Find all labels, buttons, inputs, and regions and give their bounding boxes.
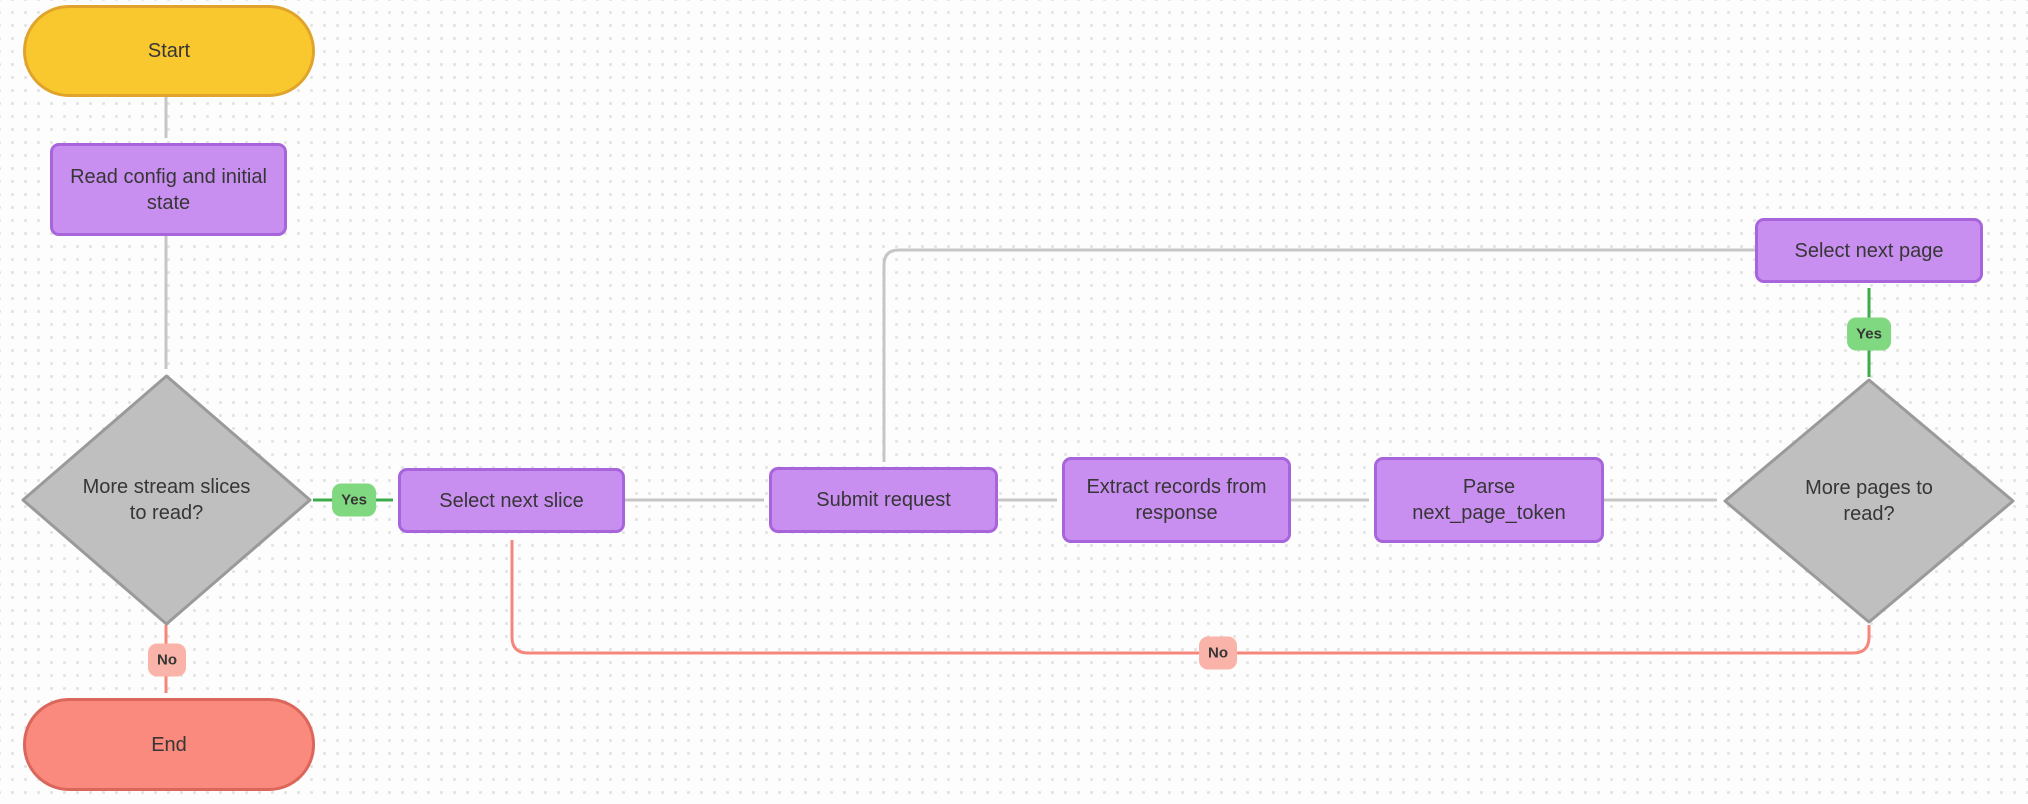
- edge-label-pages-yes[interactable]: Yes: [1847, 317, 1891, 351]
- node-extract-records-label: Extract records from response: [1086, 476, 1267, 524]
- edge-select-page-to-submit-request: [882, 248, 1755, 462]
- node-extract-records[interactable]: Extract records from response: [1062, 457, 1291, 543]
- node-select-page-label: Select next page: [1794, 239, 1944, 262]
- node-select-slice-label: Select next slice: [439, 489, 584, 512]
- node-end-label: End: [151, 733, 187, 756]
- node-more-slices-label: More stream slices to read?: [82, 476, 251, 524]
- node-select-page[interactable]: Select next page: [1755, 218, 1983, 283]
- diamond-shape: [21, 374, 312, 626]
- node-more-pages[interactable]: More pages to read?: [1722, 377, 2016, 625]
- edge-label-slices-yes[interactable]: Yes: [332, 483, 376, 517]
- node-start-label: Start: [147, 40, 191, 62]
- node-select-slice[interactable]: Select next slice: [398, 468, 625, 533]
- edge-label-slices-no[interactable]: No: [148, 643, 186, 677]
- node-submit-request-label: Submit request: [816, 489, 951, 511]
- node-more-pages-label: More pages to read?: [1805, 477, 1933, 525]
- node-end[interactable]: End: [23, 698, 315, 791]
- node-parse-token[interactable]: Parse next_page_token: [1374, 457, 1604, 543]
- node-read-config-label: Read config and initial state: [70, 165, 267, 214]
- node-more-slices[interactable]: More stream slices to read?: [20, 373, 313, 627]
- diamond-shape: [1723, 378, 2015, 624]
- edge-label-pages-no[interactable]: No: [1199, 636, 1237, 670]
- node-start[interactable]: Start: [23, 5, 315, 97]
- edge-more-pages-no-to-select-slice: [510, 540, 1871, 655]
- node-read-config[interactable]: Read config and initial state: [50, 143, 287, 236]
- node-submit-request[interactable]: Submit request: [769, 467, 998, 533]
- node-parse-token-label: Parse next_page_token: [1412, 476, 1566, 524]
